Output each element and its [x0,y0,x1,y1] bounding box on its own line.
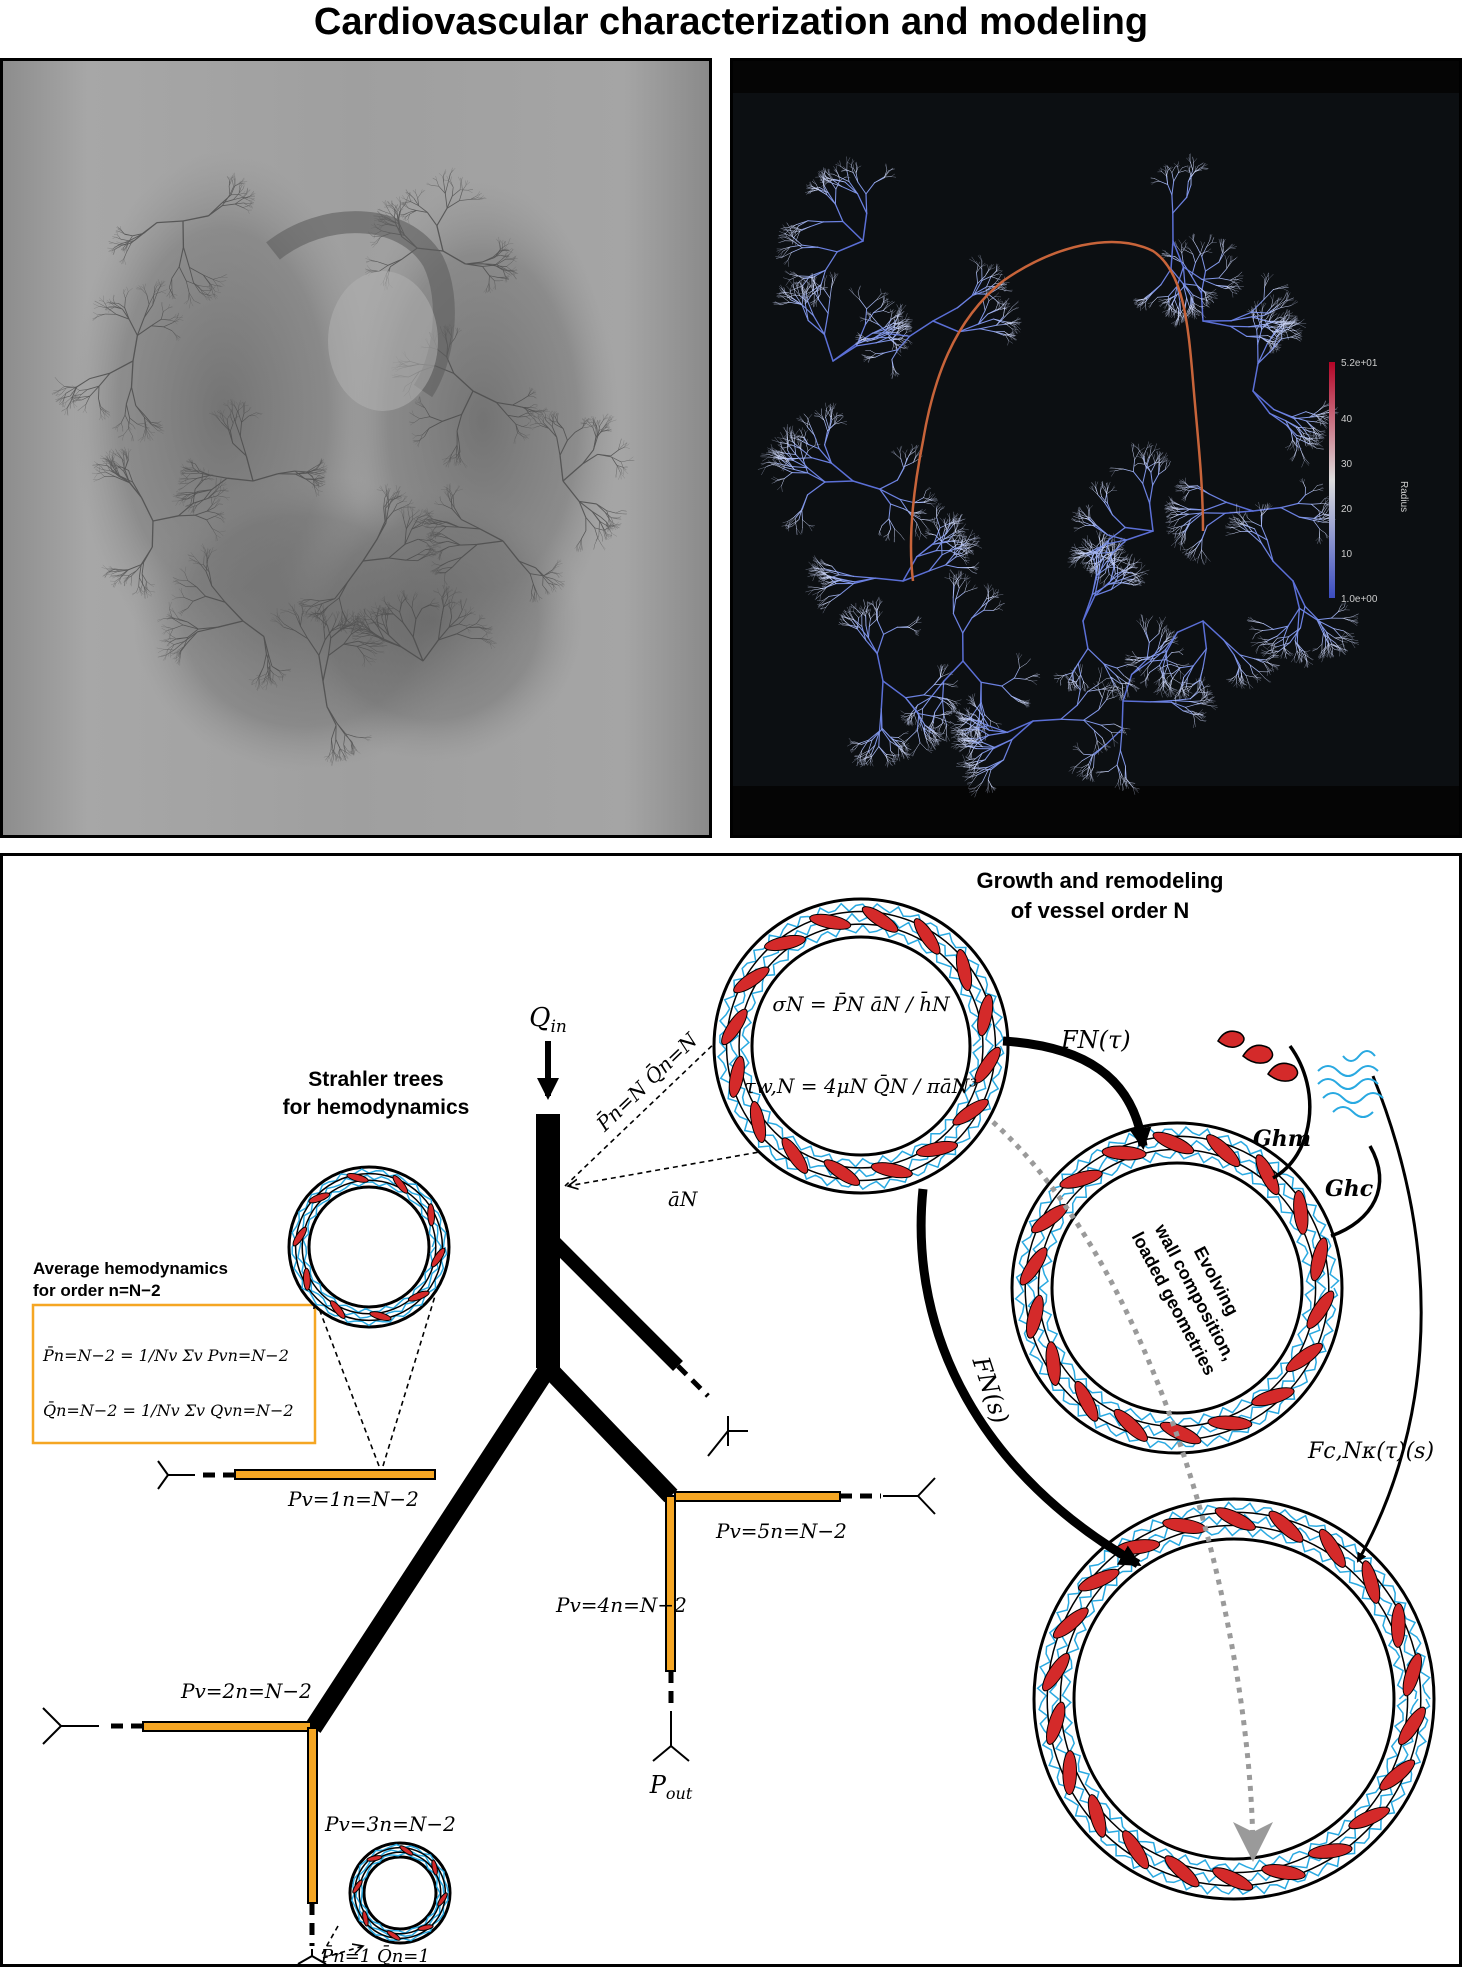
avg-title-line2: for order n=N−2 [33,1281,161,1300]
p-label-v1: Pv=1n=N−2 [287,1487,419,1511]
f-c-arrow [1356,1075,1423,1563]
p-label-v5: Pv=5n=N−2 [715,1519,847,1543]
f-c-label: Fc,Nκ(τ)(s) [1307,1439,1434,1464]
colorbar-tick-30: 30 [1341,459,1353,470]
strahler-title-line1: Strahler trees [308,1068,443,1091]
tree-split-symbol-side [707,1416,748,1457]
vessel-tree-render: 5.2e+01 40 30 20 10 1.0e+00 Radius [733,61,1459,835]
tree-right-branch [541,1361,678,1503]
p-label-v2: Pv=2n=N−2 [180,1679,312,1703]
strahler-tree [305,1114,748,1733]
collagen-fibers-icon [1317,1050,1384,1118]
pq-bottom-label: P̄n=1 Q̄n=1 [320,1944,430,1964]
vessel-ring-evolving [1010,1121,1344,1455]
segment-v2 [142,1721,312,1732]
strahler-title-line2: for hemodynamics [283,1096,470,1119]
p-out-label: Pout [649,1771,693,1803]
g-c-arrow [1330,1145,1382,1238]
figure-title: Cardiovascular characterization and mode… [313,1,1149,43]
segment-v3 [307,1727,318,1904]
vessel-ring-order-1 [348,1841,452,1945]
tree-side-branch [543,1231,683,1371]
colorbar-tick-40: 40 [1341,414,1353,425]
eq-tau: τw,N = 4μN Q̄N / πāN³ [745,1073,978,1098]
pulmonary-artery-shadow [266,211,455,398]
vessel-ring-top [712,897,1010,1195]
angiography-image-panel [0,58,712,838]
order-n2-segments [42,1460,936,1964]
a-bar-label: āN [668,1187,699,1211]
colorbar-title: Radius [1398,481,1409,512]
p-label-v4: Pv=4n=N−2 [555,1593,687,1617]
vessel-ring-final [1032,1497,1436,1901]
avg-hemodynamics-box [31,1303,317,1445]
segment-v1 [234,1469,436,1480]
colorbar-min-label: 1.0e+00 [1341,594,1378,605]
q-in-label: Qin [529,1003,567,1037]
colorbar-gradient [1329,362,1335,598]
gr-title-line1: Growth and remodeling [977,868,1224,893]
eq-qbar-avg: Q̄n=N−2 = 1/Nv Σv Qvn=N−2 [43,1399,294,1420]
heart-shadow [328,271,438,411]
vessel-tree-render-panel: 5.2e+01 40 30 20 10 1.0e+00 Radius [730,58,1462,838]
vessel-ring-order-n2 [287,1165,451,1329]
p-label-v3: Pv=3n=N−2 [324,1812,456,1836]
eq-sigma: σN = P̄N āN / h̄N [772,991,951,1016]
angiography-image [3,61,709,835]
segment-v4 [665,1495,676,1672]
tree-dash-side [676,1364,710,1398]
colorbar-max-label: 5.2e+01 [1341,358,1378,369]
f-s-arrow [916,1188,1142,1568]
g-c-label: Ghc [1325,1176,1374,1202]
segment-v5 [674,1491,841,1502]
gray-dashed-arrow [991,1120,1273,1862]
colorbar-tick-10: 10 [1341,549,1353,560]
model-schematic-panel: Growth and remodeling of vessel order N … [0,853,1462,1967]
smooth-muscle-cells-icon [1217,1030,1299,1082]
main-trunk-left [909,280,1004,582]
gr-title-line2: of vessel order N [1011,898,1190,923]
model-schematic: Growth and remodeling of vessel order N … [31,868,1436,1964]
colorbar: 5.2e+01 40 30 20 10 1.0e+00 Radius [1329,358,1409,605]
tree-left-branch [305,1363,556,1733]
pq-top-label: P̄n=N Q̄n=N [590,1026,703,1136]
f-tau-label: FN(τ) [1060,1026,1131,1054]
eq-pbar-avg: P̄n=N−2 = 1/Nv Σv Pvn=N−2 [42,1344,289,1365]
f-tau-arrow [1002,1036,1152,1150]
colorbar-tick-20: 20 [1341,504,1353,515]
g-m-arrow [1272,1044,1312,1180]
g-m-label: Ghm [1253,1126,1311,1152]
avg-title-line1: Average hemodynamics [33,1259,228,1278]
main-trunk-right [1002,240,1205,532]
